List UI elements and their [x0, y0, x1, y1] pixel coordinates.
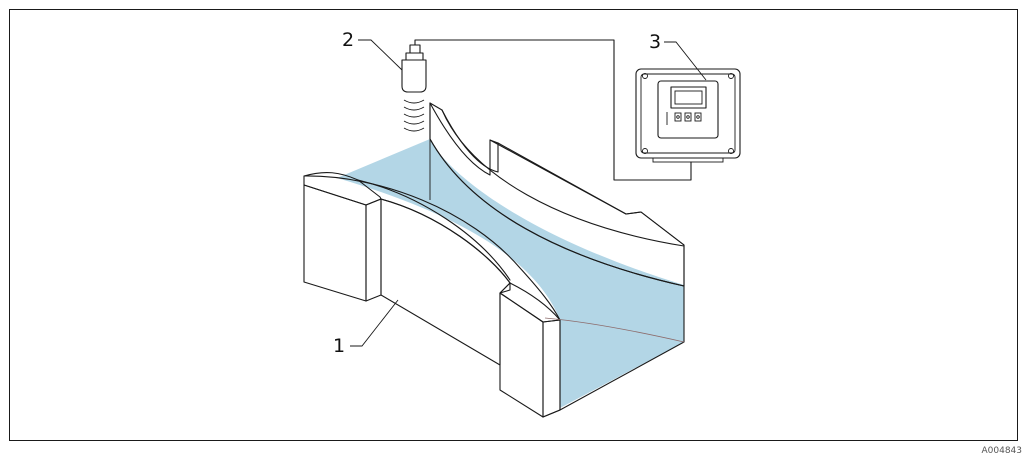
- callout-label-1: 1: [333, 335, 345, 357]
- flume-left-block-side: [365, 198, 382, 302]
- callout-1: 1: [333, 299, 399, 357]
- figure-id: A004843: [981, 446, 1022, 456]
- keypad-buttons: [666, 112, 702, 125]
- callout-label-3: 3: [649, 31, 661, 53]
- callout-3: 3: [649, 31, 707, 81]
- flume-right-block-front: [499, 292, 544, 418]
- ultrasonic-sensor: [401, 44, 427, 132]
- callout-2: 2: [342, 29, 403, 71]
- sound-waves-icon: [403, 99, 425, 132]
- water-surface: [337, 139, 684, 408]
- display-screen: [670, 86, 707, 109]
- flume-front-wall: [380, 198, 511, 366]
- flume: [303, 102, 685, 418]
- figure-frame: [9, 9, 1018, 441]
- callout-label-2: 2: [342, 29, 354, 51]
- transmitter-housing: [635, 68, 741, 163]
- flume-floor-line: [544, 317, 685, 343]
- flume-left-block-front: [303, 184, 367, 302]
- connection-cable: [414, 39, 692, 181]
- flume-right-block-side: [542, 319, 561, 418]
